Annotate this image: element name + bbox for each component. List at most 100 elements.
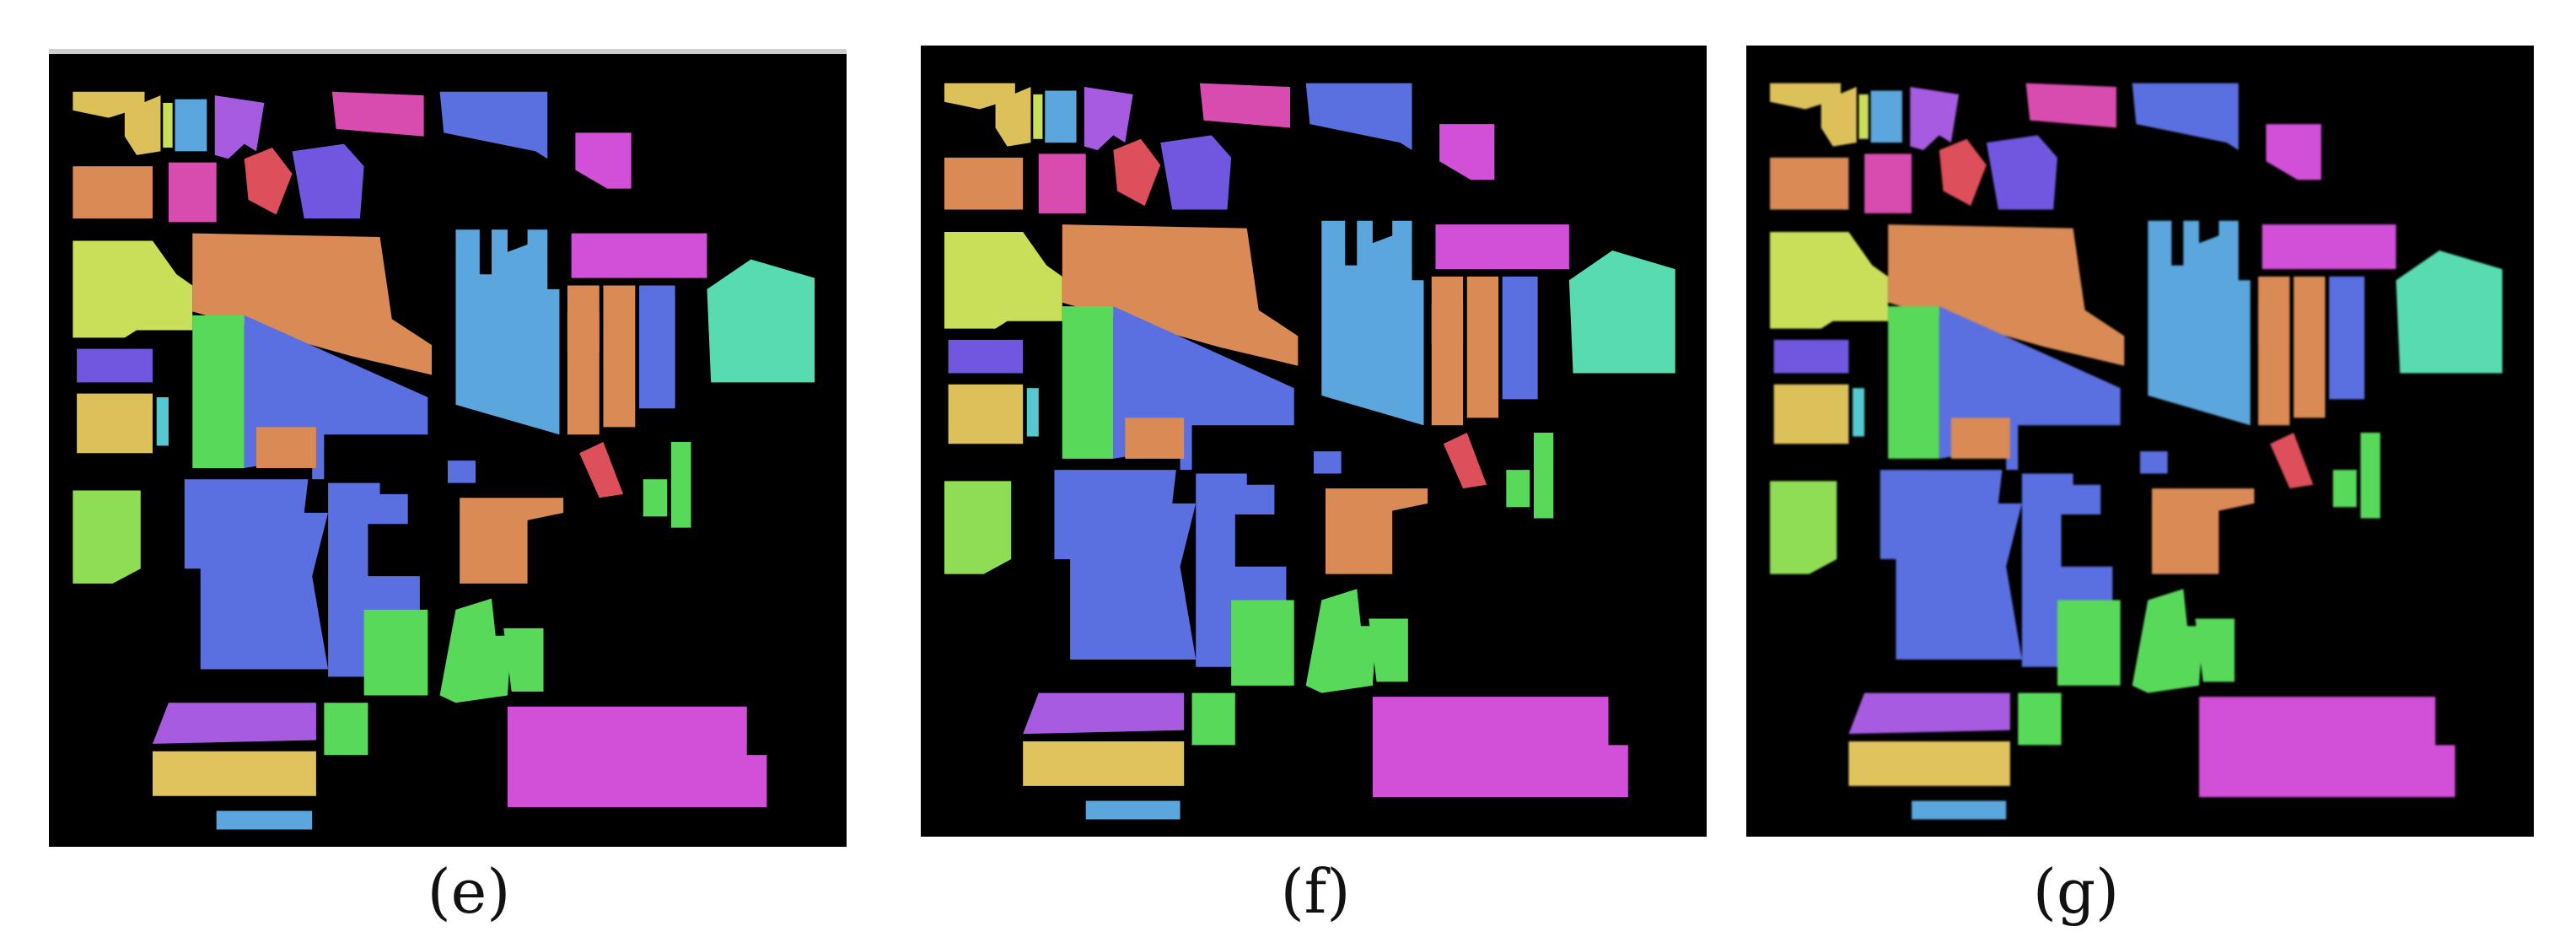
land-region-lightblue: [455, 229, 560, 435]
land-region-yellow: [77, 393, 153, 454]
land-region-purple: [1986, 135, 2057, 210]
land-region-green: [363, 609, 428, 696]
land-region-orange: [192, 233, 433, 375]
land-region-pink: [1038, 154, 1086, 213]
land-region-pink: [168, 162, 217, 223]
land-region-yellow: [995, 87, 1031, 147]
land-region-magenta: [2261, 224, 2396, 270]
land-region-lightblue: [175, 99, 207, 152]
land-region-red: [1443, 433, 1487, 489]
land-region-blue: [1314, 451, 1342, 474]
land-region-purple: [948, 339, 1024, 374]
land-region-magenta: [1372, 697, 1628, 798]
land-region-lightblue: [216, 811, 313, 830]
land-region-green: [2360, 433, 2380, 519]
land-region-green: [439, 598, 512, 703]
map-f-svg: [944, 83, 1675, 820]
land-region-orange: [944, 157, 1024, 210]
land-region-cyan: [1026, 388, 1039, 437]
land-region-lime: [163, 102, 173, 148]
land-region-green: [1888, 306, 1939, 459]
land-region-pink: [331, 91, 424, 137]
land-region-blue: [1502, 276, 1538, 400]
land-region-lime: [944, 231, 1062, 329]
land-region-blue: [2329, 276, 2365, 400]
land-region-violet: [1910, 87, 1960, 151]
land-region-cyan: [156, 397, 169, 446]
land-region-yellow: [1820, 87, 1857, 147]
land-region-purple: [1160, 135, 1232, 210]
land-region-orange: [73, 166, 153, 218]
land-region-yellow: [124, 95, 161, 155]
land-region-orange: [1770, 157, 1849, 210]
land-region-orange: [567, 311, 600, 353]
land-region-green: [1369, 618, 1408, 682]
land-region-orange: [1466, 276, 1499, 418]
land-region-blue: [439, 91, 548, 159]
land-region-orange: [1325, 488, 1428, 574]
land-region-blue: [1305, 83, 1412, 151]
land-region-orange: [2258, 276, 2290, 426]
land-region-green: [643, 479, 668, 517]
land-region-green: [2195, 618, 2235, 682]
land-region-lightblue: [2148, 220, 2251, 426]
caption-f: (f): [1280, 856, 1351, 927]
land-region-pink: [1199, 83, 1291, 128]
land-region-blue: [1054, 470, 1197, 660]
land-region-blue: [448, 461, 476, 483]
land-region-lime: [1033, 94, 1043, 139]
land-region-green: [324, 703, 368, 756]
land-region-blue: [1880, 470, 2022, 660]
land-region-green: [1533, 433, 1554, 519]
land-region-magenta: [1439, 124, 1495, 180]
land-region-orange: [567, 285, 600, 435]
land-region-violet: [1084, 87, 1133, 151]
land-region-lightgreen: [73, 490, 141, 584]
land-region-orange: [2152, 488, 2255, 574]
land-region-lightgreen: [1770, 481, 1837, 574]
land-region-orange: [1431, 302, 1464, 344]
land-region-green: [1191, 692, 1235, 746]
land-region-orange: [255, 427, 316, 468]
land-region-yellow: [948, 384, 1024, 444]
land-region-magenta: [2266, 124, 2321, 180]
land-region-lightgreen: [944, 481, 1012, 574]
land-region-lightblue: [1085, 800, 1180, 820]
land-region-purple: [1773, 339, 1849, 374]
land-region-red: [1113, 138, 1161, 207]
land-region-orange: [1062, 224, 1299, 366]
land-region-magenta: [2199, 697, 2455, 798]
land-region-purple: [77, 348, 153, 383]
land-region-lightblue: [1045, 90, 1077, 143]
land-region-gold: [1848, 741, 2010, 786]
caption-e: (e): [427, 856, 511, 927]
land-region-green: [2018, 692, 2062, 746]
land-region-orange: [603, 285, 636, 428]
land-region-lime: [1858, 94, 1869, 139]
land-region-lightblue: [1870, 90, 1902, 143]
land-region-orange: [460, 498, 564, 584]
land-region-green: [2332, 470, 2357, 508]
land-region-gold: [152, 751, 316, 796]
map-e-svg: [73, 91, 815, 830]
land-region-lime: [73, 240, 193, 338]
land-region-red: [1939, 138, 1987, 207]
caption-g: (g): [2032, 856, 2120, 927]
land-region-magenta: [1435, 224, 1569, 270]
land-region-green: [670, 442, 691, 528]
land-region-green: [1062, 306, 1114, 459]
land-region-red: [579, 442, 624, 498]
land-region-violet: [1023, 692, 1185, 735]
land-region-cyan: [1853, 388, 1865, 437]
land-region-orange: [1125, 417, 1185, 459]
land-region-pink: [2025, 83, 2116, 128]
land-region-blue: [639, 285, 675, 409]
land-region-green: [1231, 600, 1294, 686]
classification-map-g: [1746, 46, 2534, 837]
land-region-teal: [2396, 250, 2503, 374]
land-region-green: [2057, 600, 2121, 686]
classification-map-f: [921, 46, 1707, 837]
land-region-violet: [1848, 692, 2010, 735]
land-region-magenta: [571, 233, 707, 278]
land-region-orange: [1431, 276, 1464, 426]
